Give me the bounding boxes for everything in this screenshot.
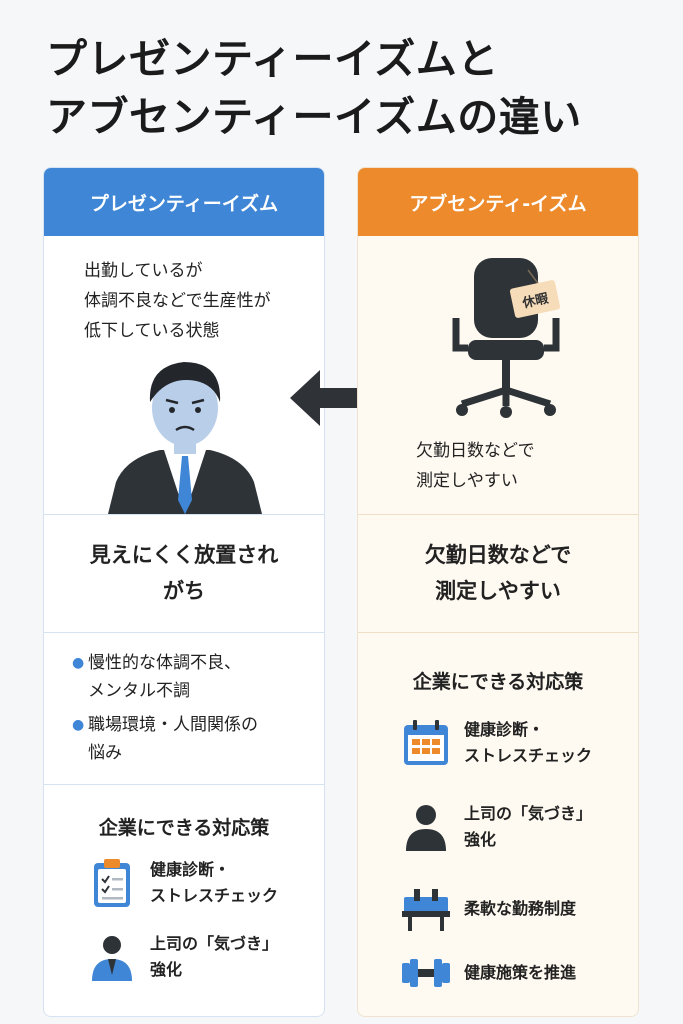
description-line-1: 出勤しているが <box>84 261 203 281</box>
summary-line-1: 見えにくく放置され <box>89 543 279 567</box>
description-line-3: 低下している状態 <box>84 321 220 341</box>
person-icon <box>406 805 446 851</box>
bullet-dot-icon: ● <box>72 717 85 733</box>
measure-text: ストレスチェック <box>464 746 593 765</box>
presenteeism-description: 出勤しているが 体調不良などで生産性が 低下している状態 <box>44 256 324 346</box>
title-line-1: プレゼンティーイズムと <box>46 35 499 83</box>
summary-line-1: 欠勤日数などで <box>424 543 572 567</box>
measure-text: 健康施策を推進 <box>464 963 577 982</box>
summary-line-2: 測定しやすい <box>435 579 561 603</box>
cause-item: ● 職場環境・人間関係の 悩み <box>72 711 324 767</box>
unwell-businessman-illustration <box>108 362 262 514</box>
measure-text: 強化 <box>150 960 183 979</box>
absenteeism-column: アブセンティ-イズム 休暇 欠勤日数などで 測定しやすい 欠勤日数などで 測定し… <box>357 167 639 1017</box>
measures-title: 企業にできる対応策 <box>98 817 270 839</box>
measure-text: 強化 <box>464 830 497 849</box>
page-title: プレゼンティーイズムと アブセンティーイズムの違い <box>46 30 666 146</box>
measure-item: 柔軟な勤務制度 <box>358 883 638 935</box>
bullet-dot-icon: ● <box>72 655 85 671</box>
description-line-2: 測定しやすい <box>416 471 518 491</box>
dumbbell-icon <box>402 959 450 987</box>
measure-item: 健康施策を推進 <box>358 947 638 999</box>
calendar-icon <box>404 720 448 765</box>
presenteeism-causes: ● 慢性的な体調不良、 メンタル不調 ● 職場環境・人間関係の 悩み <box>44 632 324 784</box>
measure-text: 上司の「気づき」 <box>150 934 279 953</box>
measure-text: 上司の「気づき」 <box>464 804 593 823</box>
clipboard-icon <box>94 859 130 907</box>
description-line-1: 欠勤日数などで <box>416 441 535 461</box>
leave-tag-label: 休暇 <box>521 290 550 311</box>
cause-line: 悩み <box>88 743 122 763</box>
presenteeism-measures: 企業にできる対応策 健康診断・ ストレスチェック <box>44 784 324 1016</box>
presenteeism-column: プレゼンティーイズム 出勤しているが 体調不良などで生産性が 低下している状態 … <box>43 167 325 1017</box>
desk-icon <box>402 889 450 931</box>
cause-line: 慢性的な体調不良、 <box>88 653 241 673</box>
measure-text: 柔軟な勤務制度 <box>464 899 577 918</box>
absenteeism-header: アブセンティ-イズム <box>358 168 638 236</box>
measure-text: 健康診断・ <box>150 860 231 879</box>
cause-line: メンタル不調 <box>88 681 190 701</box>
absenteeism-measures: 企業にできる対応策 健康診断・ ストレスチェック <box>358 632 638 1016</box>
cause-line: 職場環境・人間関係の <box>88 715 258 735</box>
office-chair-illustration <box>452 258 560 418</box>
presenteeism-header: プレゼンティーイズム <box>44 168 324 236</box>
absenteeism-description: 欠勤日数などで 測定しやすい <box>358 436 638 496</box>
measures-title: 企業にできる対応策 <box>412 671 584 693</box>
measure-text: 健康診断・ <box>464 720 545 739</box>
measure-item: 健康診断・ ストレスチェック <box>358 717 638 769</box>
summary-line-2: がち <box>163 579 205 603</box>
title-line-2: アブセンティーイズムの違い <box>46 93 582 141</box>
measure-item: 上司の「気づき」 強化 <box>44 931 324 983</box>
absenteeism-summary: 欠勤日数などで 測定しやすい <box>358 514 638 632</box>
measure-item: 上司の「気づき」 強化 <box>358 801 638 853</box>
measure-item: 健康診断・ ストレスチェック <box>44 857 324 909</box>
description-line-2: 体調不良などで生産性が <box>84 291 271 311</box>
cause-item: ● 慢性的な体調不良、 メンタル不調 <box>72 649 324 705</box>
person-icon <box>92 936 132 981</box>
measure-text: ストレスチェック <box>150 886 279 905</box>
presenteeism-summary: 見えにくく放置され がち <box>44 514 324 632</box>
